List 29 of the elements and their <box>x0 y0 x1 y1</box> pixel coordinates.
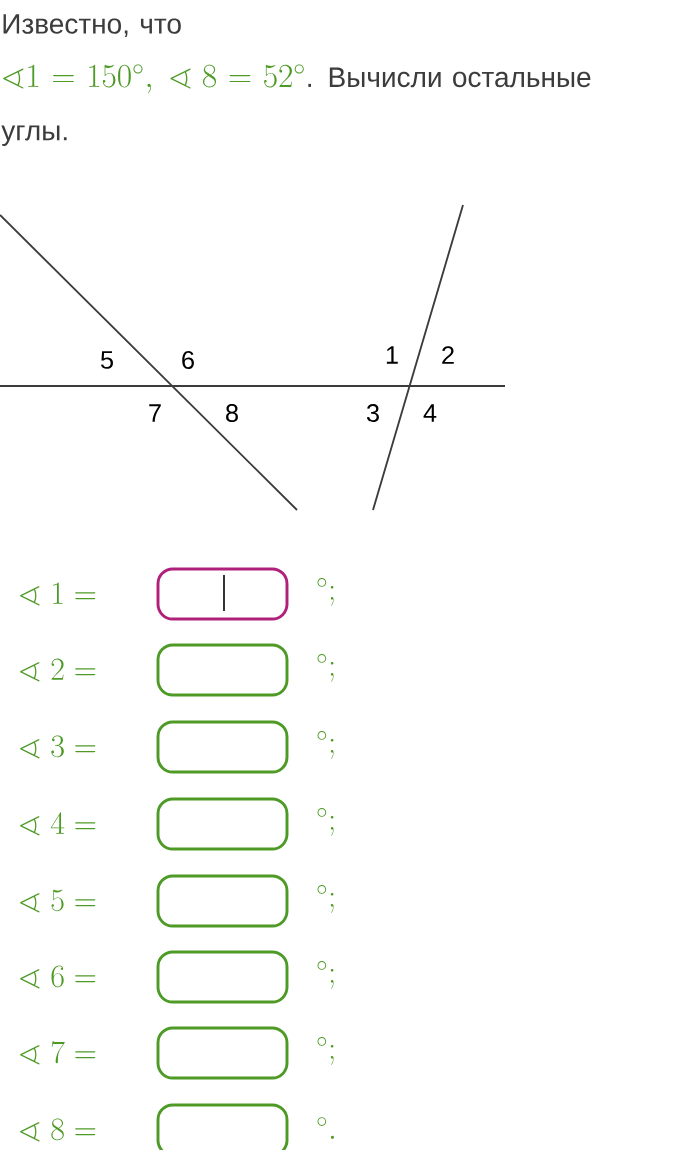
angle-label: $\sphericalangle\ 4 =$ <box>20 812 96 836</box>
angle-number: 3 <box>366 404 379 422</box>
angle-number: 6 <box>182 351 194 369</box>
degree-sign: ${}^{\circ};$ <box>317 961 334 989</box>
problem-text: Известно, что $\sphericalangle 1 = 150^{\circ},\ \sphericalangle\ 8 = 52^{\circ}$ . Вычисли остальные углы. <box>1 14 591 146</box>
angle-label: $\sphericalangle\ 1 =$ <box>20 582 96 606</box>
angle-label: $\sphericalangle\ 8 =$ <box>20 1118 96 1142</box>
angle-number: 7 <box>149 404 161 422</box>
degree-sign: ${}^{\circ};$ <box>317 1037 334 1065</box>
angle-label: $\sphericalangle\ 3 =$ <box>20 735 96 759</box>
angle-label: $\sphericalangle\ 2 =$ <box>20 658 96 682</box>
degree-sign: ${}^{\circ};$ <box>317 578 334 606</box>
degree-sign: ${}^{\circ};$ <box>317 731 334 759</box>
angle-label: $\sphericalangle\ 5 =$ <box>20 889 96 913</box>
angle-label: $\sphericalangle\ 6 =$ <box>20 965 96 989</box>
angle-label: $\sphericalangle\ 7 =$ <box>20 1041 96 1065</box>
angle-number: 2 <box>442 346 454 364</box>
angle-number: 1 <box>386 346 398 364</box>
label: Известно, что <box>3 14 181 38</box>
label: $\sphericalangle 1 = 150^{\circ},\ \sphericalangle\ 8 = 52^{\circ}$ <box>3 64 304 94</box>
degree-sign: ${}^{\circ};$ <box>317 654 334 682</box>
angle-number: 4 <box>423 404 437 422</box>
label: . Вычисли остальные <box>308 67 591 88</box>
angle-number: 8 <box>226 404 238 422</box>
degree-sign: ${}^{\circ}.$ <box>317 1117 335 1139</box>
degree-sign: ${}^{\circ};$ <box>317 808 334 836</box>
label: углы. <box>1 125 67 147</box>
degree-sign: ${}^{\circ};$ <box>317 885 334 913</box>
angle-number: 5 <box>100 351 113 369</box>
